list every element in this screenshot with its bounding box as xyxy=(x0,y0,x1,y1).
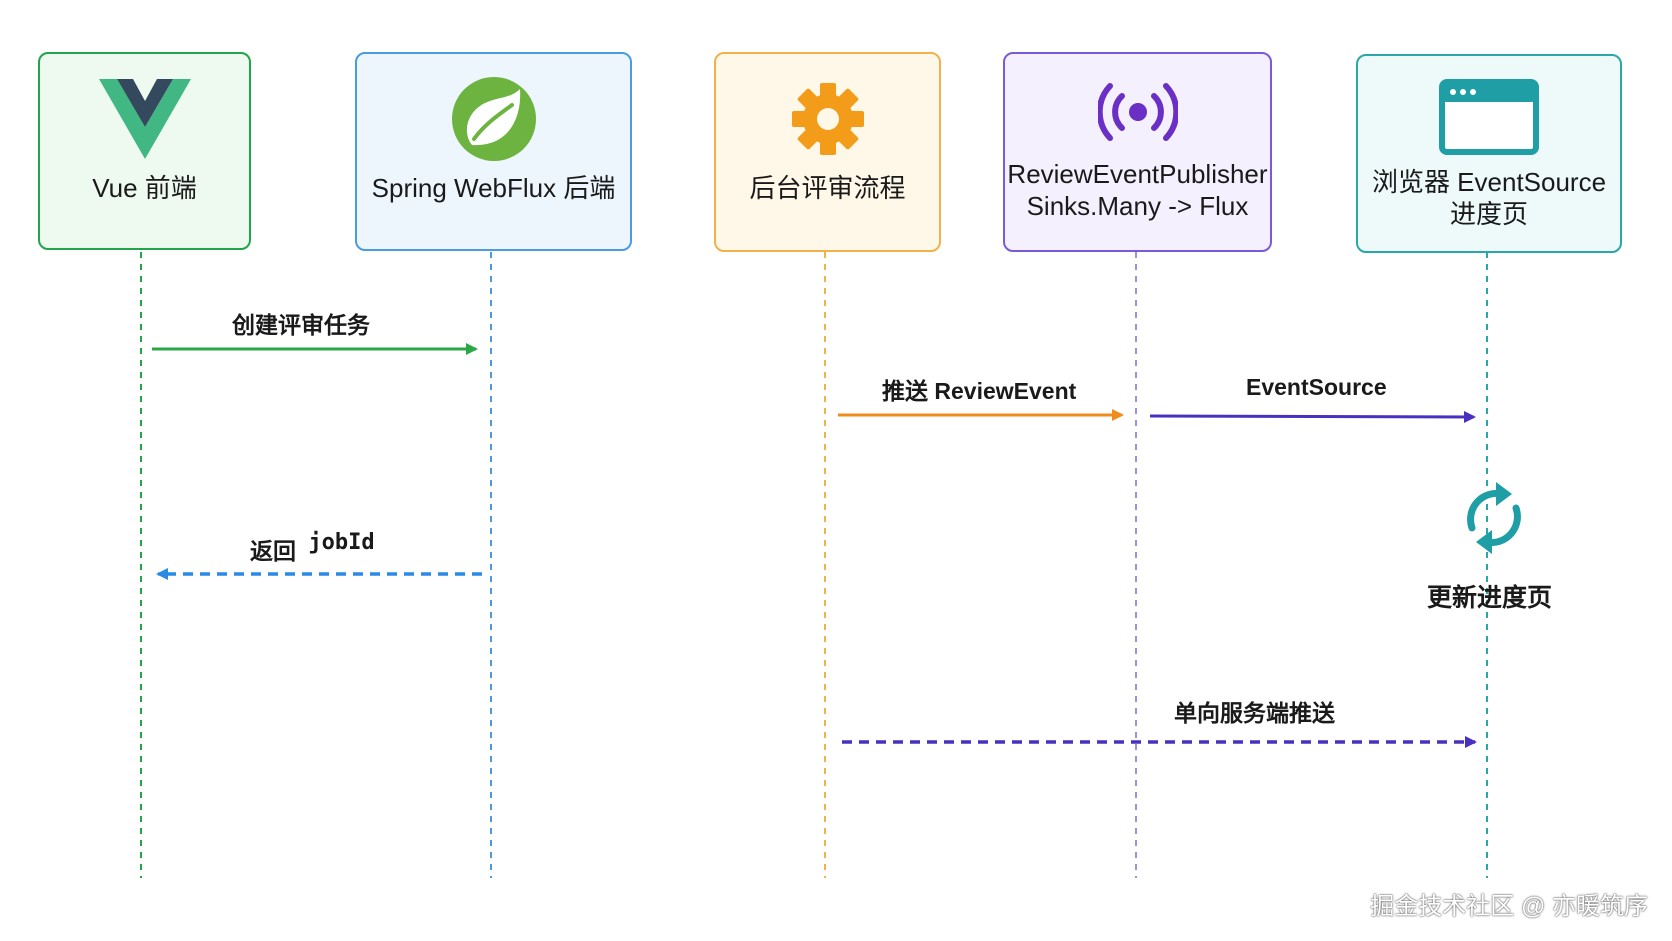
refresh-label: 更新进度页 xyxy=(1427,584,1553,612)
browser-window-icon xyxy=(1439,74,1539,160)
participant-label: Spring WebFlux 后端 xyxy=(371,173,616,203)
message-label-eventsource: EventSource xyxy=(1246,374,1387,400)
participant-browser: 浏览器 EventSource 进度页 xyxy=(1356,54,1622,253)
spring-leaf-icon xyxy=(450,72,538,166)
refresh-icon xyxy=(1467,482,1521,554)
participant-label: 浏览器 EventSource 进度页 xyxy=(1371,167,1607,229)
participant-spring: Spring WebFlux 后端 xyxy=(355,52,632,251)
participant-publisher: ReviewEventPublisher Sinks.Many -> Flux xyxy=(1003,52,1272,252)
vue-logo-icon xyxy=(98,72,191,166)
participant-backend: 后台评审流程 xyxy=(714,52,941,252)
message-label-return-jobid: 返回 jobId xyxy=(250,530,375,566)
participant-vue: Vue 前端 xyxy=(38,52,251,250)
gear-icon xyxy=(790,72,866,166)
arrow-eventsource xyxy=(1149,410,1476,423)
message-label-push-reviewevent: 推送 ReviewEvent xyxy=(882,378,1077,404)
participant-label: ReviewEventPublisher Sinks.Many -> Flux xyxy=(1007,159,1268,221)
broadcast-icon xyxy=(1097,72,1178,152)
watermark: 掘金技术社区 @ 亦暖筑序 xyxy=(1370,893,1648,920)
participant-label: 后台评审流程 xyxy=(749,173,906,203)
message-label-code: jobId xyxy=(308,530,375,555)
message-label-prefix: 返回 xyxy=(250,538,296,564)
message-label-create-task: 创建评审任务 xyxy=(232,312,370,338)
participant-label: Vue 前端 xyxy=(92,173,197,203)
message-label-oneway-push: 单向服务端推送 xyxy=(1174,700,1335,726)
